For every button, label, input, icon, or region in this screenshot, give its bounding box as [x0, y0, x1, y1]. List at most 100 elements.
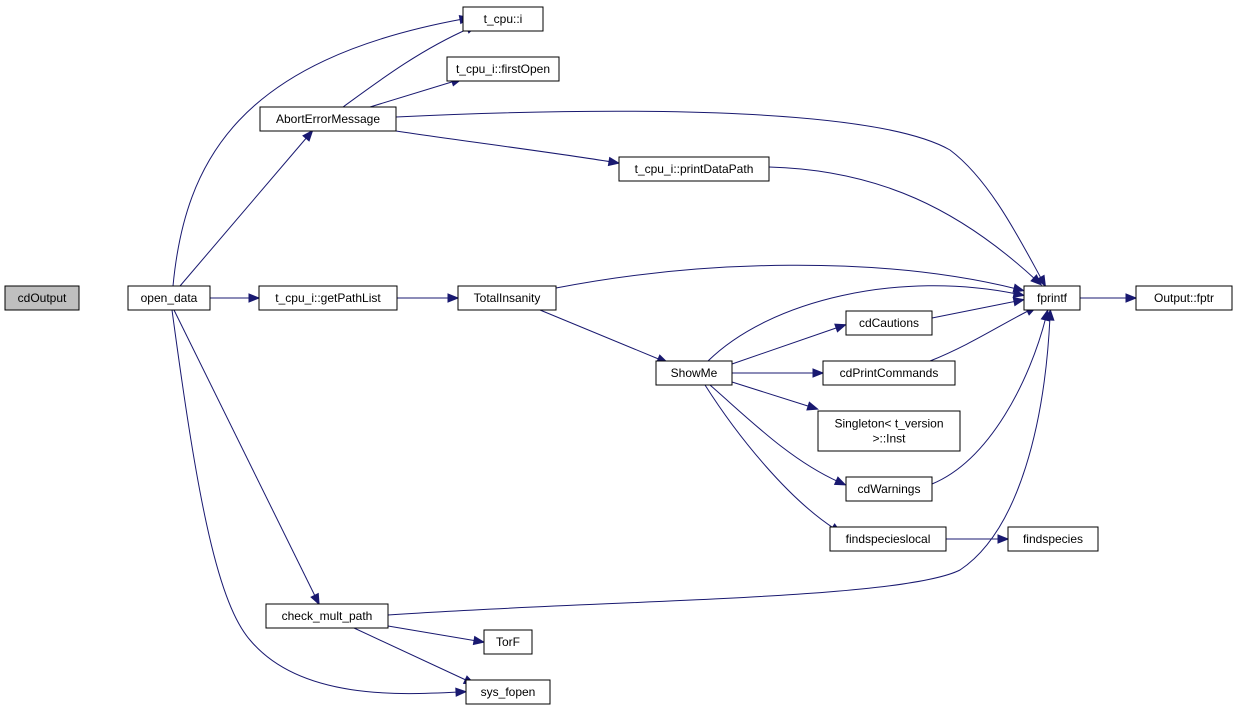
node-box: [265, 603, 389, 629]
edge-abort-error-message-to-fprintf: [395, 110, 1047, 288]
edge-line: [768, 166, 1037, 281]
node-label: open_data: [141, 291, 198, 305]
node-box: [483, 629, 533, 655]
node-show-me[interactable]: ShowMe: [655, 360, 733, 386]
edge-line: [342, 27, 471, 108]
edge-check-mult-path-to-fprintf: [387, 308, 1055, 616]
node-fprintf[interactable]: fprintf: [1023, 285, 1081, 311]
arrow-head-icon: [248, 293, 261, 303]
node-box: [655, 360, 733, 386]
edge-open-data-to-get-path-list: [210, 293, 261, 303]
node-label: Singleton< t_version: [834, 417, 943, 431]
node-box: [845, 310, 933, 336]
arrow-head-icon: [997, 534, 1010, 544]
edge-line: [731, 381, 812, 408]
arrow-head-icon: [302, 129, 314, 142]
edge-abort-error-message-to-print-data-path: [395, 130, 621, 167]
node-label: AbortErrorMessage: [276, 112, 380, 126]
node-cd-output[interactable]: cdOutput: [4, 285, 80, 311]
edge-open-data-to-sys-fopen: [171, 309, 468, 697]
node-label: TorF: [496, 635, 520, 649]
node-label: Output::fptr: [1154, 291, 1214, 305]
arrow-head-icon: [1030, 274, 1043, 286]
node-box: [845, 476, 933, 502]
node-sys-fopen[interactable]: sys_fopen: [465, 679, 551, 705]
edge-total-insanity-to-show-me: [539, 309, 669, 364]
edge-line: [387, 625, 478, 642]
node-singleton[interactable]: Singleton< t_version>::Inst: [817, 410, 961, 452]
node-box: [465, 679, 551, 705]
arrow-head-icon: [812, 368, 825, 378]
edge-show-me-to-cd-warnings: [709, 384, 847, 486]
edge-line: [173, 309, 317, 599]
node-tor-f[interactable]: TorF: [483, 629, 533, 655]
edge-line: [171, 309, 460, 695]
edge-line: [709, 384, 840, 483]
node-label: t_cpu::i: [484, 12, 523, 26]
node-box: [457, 285, 557, 311]
arrow-head-icon: [1012, 297, 1026, 307]
node-box: [822, 360, 956, 386]
node-findspecies[interactable]: findspecies: [1007, 526, 1099, 552]
edge-cd-warnings-to-fprintf: [931, 308, 1050, 485]
node-box: [258, 285, 398, 311]
node-label: t_cpu_i::getPathList: [275, 291, 381, 305]
node-box: [817, 410, 961, 452]
arrow-head-icon: [1045, 308, 1055, 321]
node-box: [1023, 285, 1081, 311]
arrow-head-icon: [834, 323, 847, 333]
node-label: t_cpu_i::firstOpen: [456, 62, 550, 76]
edge-line: [929, 309, 1031, 362]
node-cd-print-commands[interactable]: cdPrintCommands: [822, 360, 956, 386]
edge-line: [369, 80, 456, 108]
arrow-head-icon: [833, 476, 847, 486]
node-label: cdCautions: [859, 316, 919, 330]
node-label: t_cpu_i::printDataPath: [635, 162, 754, 176]
node-cd-cautions[interactable]: cdCautions: [845, 310, 933, 336]
edge-show-me-to-cd-print-commands: [732, 368, 825, 378]
edge-show-me-to-fprintf: [707, 285, 1026, 362]
node-box: [618, 156, 770, 182]
edge-findspecieslocal-to-findspecies: [946, 534, 1010, 544]
node-label: fprintf: [1037, 291, 1068, 305]
node-label: cdWarnings: [858, 482, 921, 496]
node-open-data[interactable]: open_data: [127, 285, 211, 311]
edge-line: [704, 384, 836, 530]
edge-line: [555, 264, 1018, 290]
node-label: check_mult_path: [282, 609, 373, 623]
arrow-head-icon: [1125, 293, 1138, 303]
node-print-data-path[interactable]: t_cpu_i::printDataPath: [618, 156, 770, 182]
node-t-cpu-i[interactable]: t_cpu::i: [462, 6, 544, 32]
node-check-mult-path[interactable]: check_mult_path: [265, 603, 389, 629]
node-label: cdPrintCommands: [840, 366, 939, 380]
node-label: >::Inst: [872, 432, 906, 446]
edge-line: [395, 130, 613, 163]
edges-layer: [171, 14, 1138, 697]
edge-cd-cautions-to-fprintf: [931, 297, 1026, 319]
node-label: findspecies: [1023, 532, 1083, 546]
node-box: [127, 285, 211, 311]
node-total-insanity[interactable]: TotalInsanity: [457, 285, 557, 311]
edge-line: [387, 316, 1051, 616]
edge-abort-error-message-to-first-open: [369, 77, 463, 108]
node-label: ShowMe: [671, 366, 718, 380]
arrow-head-icon: [472, 635, 486, 646]
node-box: [462, 6, 544, 32]
node-first-open[interactable]: t_cpu_i::firstOpen: [446, 56, 560, 82]
edge-line: [731, 326, 840, 365]
node-output-fptr[interactable]: Output::fptr: [1135, 285, 1233, 311]
edge-check-mult-path-to-sys-fopen: [353, 627, 476, 685]
edge-show-me-to-singleton: [731, 381, 819, 411]
edge-check-mult-path-to-tor-f: [387, 625, 486, 646]
arrow-head-icon: [1012, 288, 1026, 298]
node-abort-error-message[interactable]: AbortErrorMessage: [259, 106, 397, 132]
node-get-path-list[interactable]: t_cpu_i::getPathList: [258, 285, 398, 311]
arrow-head-icon: [607, 156, 621, 167]
edge-show-me-to-findspecieslocal: [704, 384, 843, 534]
edge-line: [395, 110, 1043, 281]
node-findspecieslocal[interactable]: findspecieslocal: [829, 526, 947, 552]
edge-line: [353, 627, 469, 682]
node-cd-warnings[interactable]: cdWarnings: [845, 476, 933, 502]
edge-fprintf-to-output-fptr: [1080, 293, 1138, 303]
edge-line: [931, 300, 1018, 319]
